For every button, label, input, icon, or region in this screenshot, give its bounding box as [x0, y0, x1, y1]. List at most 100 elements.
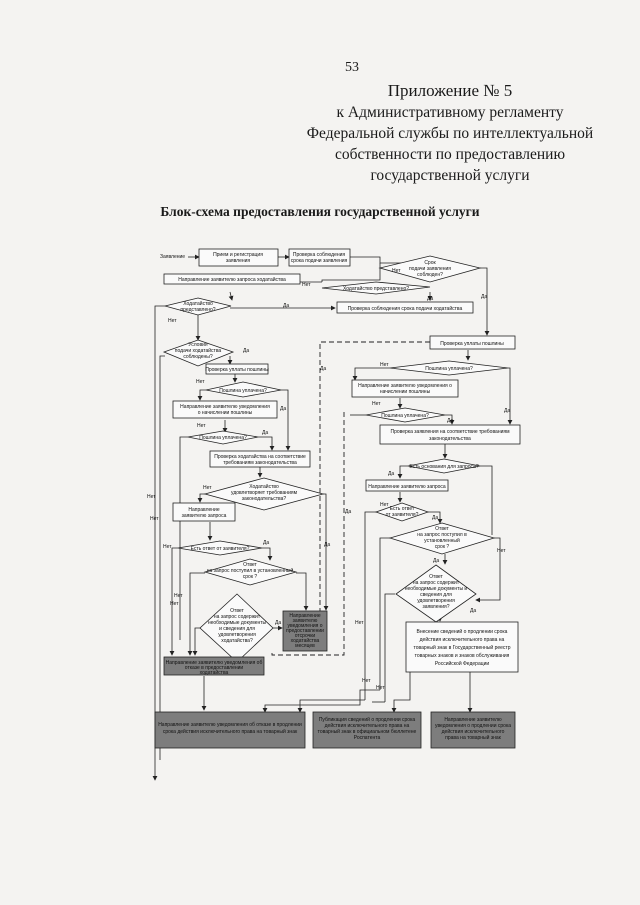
svg-text:подачи ходатайства: подачи ходатайства: [175, 347, 222, 354]
box-refusal-notice-left: Направление заявителю уведомления об отк…: [163, 656, 265, 676]
label-no: Нет: [163, 544, 172, 550]
box-check-petition-deadline: Проверка соблюдения срока подачи ходатай…: [336, 301, 474, 314]
svg-text:на запрос содержит: на запрос содержит: [413, 580, 460, 586]
label-yes: Да: [427, 296, 433, 302]
document-title: Блок-схема предоставления государственно…: [160, 204, 480, 219]
svg-text:Есть ответ: Есть ответ: [390, 506, 415, 512]
svg-text:Направление заявителю: Направление заявителю: [444, 717, 502, 723]
svg-text:Пошлина уплачена?: Пошлина уплачена?: [425, 366, 473, 372]
svg-text:товарный знак в Государственны: товарный знак в Государственный реестр: [413, 644, 510, 651]
svg-text:необходимые документы: необходимые документы: [208, 620, 267, 626]
svg-text:установленный: установленный: [424, 537, 460, 544]
diamond-fee-paid-left-2: Пошлина уплачена?: [187, 430, 259, 445]
svg-text:товарных знаков и знаков обслу: товарных знаков и знаков обслуживания: [415, 653, 510, 659]
box-request-petition: Направление заявителю запроса ходатайств…: [163, 273, 301, 285]
label-yes: Да: [283, 303, 289, 309]
svg-text:Условия: Условия: [188, 342, 208, 348]
label-yes: Да: [280, 406, 286, 412]
svg-text:удовлетворяет требованиям: удовлетворяет требованиям: [231, 490, 298, 496]
diamond-fee-paid-left-1: Пошлина уплачена?: [205, 381, 282, 398]
svg-text:предоставлении: предоставлении: [286, 628, 324, 634]
svg-text:Проверка уплаты пошлины: Проверка уплаты пошлины: [205, 367, 269, 373]
svg-text:уведомления о: уведомления о: [287, 623, 322, 629]
svg-text:отказе в предоставлении: отказе в предоставлении: [185, 665, 244, 671]
svg-text:Проверка ходатайства на соотве: Проверка ходатайства на соответствие: [214, 453, 306, 460]
svg-text:Пошлина уплачена?: Пошлина уплачена?: [381, 413, 429, 419]
label-no: Нет: [380, 362, 389, 368]
appendix-line-1: Приложение № 5: [387, 81, 513, 100]
svg-text:Публикация сведений о продлени: Публикация сведений о продлении срока: [319, 716, 416, 723]
appendix-line-5: государственной услуги: [370, 167, 530, 184]
svg-text:Пошлина уплачена?: Пошлина уплачена?: [219, 388, 267, 394]
label-no: Нет: [372, 401, 381, 407]
svg-text:права на товарный знак: права на товарный знак: [445, 734, 502, 741]
diamond-applicant-replied-left: Есть ответ от заявителя?: [177, 540, 263, 556]
box-check-fee-left: Проверка уплаты пошлины: [205, 363, 269, 375]
appendix-header: Приложение № 5 к Административному регла…: [290, 80, 610, 186]
label-no: Нет: [197, 423, 206, 429]
diamond-petition-submitted-1: Ходатайство представлено?: [321, 281, 431, 295]
svg-text:и сведения для: и сведения для: [219, 626, 255, 632]
diamond-reply-complete-left: Ответ на запрос содержит необходимые док…: [199, 593, 274, 663]
svg-text:о начислении пошлины: о начислении пошлины: [198, 410, 253, 416]
box-fee-notice-right: Направление заявителю уведомления о начи…: [351, 379, 459, 398]
label-yes: Да: [324, 542, 330, 548]
svg-text:Роспатента: Роспатента: [354, 735, 381, 741]
svg-text:Срок: Срок: [424, 260, 436, 266]
svg-text:Ходатайство: Ходатайство: [183, 300, 213, 307]
svg-text:Российской Федерации: Российской Федерации: [435, 660, 490, 667]
diamond-petition-submitted-2: Ходатайство представлено?: [164, 297, 232, 316]
svg-text:Проверка уплаты пошлины: Проверка уплаты пошлины: [440, 341, 504, 347]
svg-text:ходатайства?: ходатайства?: [221, 637, 253, 644]
box-final-publication: Публикация сведений о продлении срока де…: [312, 711, 422, 749]
box-fee-notice-left: Направление заявителю уведомления о начи…: [172, 400, 278, 419]
label-no: Нет: [376, 685, 385, 691]
start-label: Заявление: [160, 254, 185, 260]
appendix-line-2: к Административному регламенту: [336, 104, 564, 121]
label-yes: Да: [433, 558, 439, 564]
diamond-applicant-replied-right: Есть ответ от заявителя?: [374, 502, 430, 522]
svg-text:на запрос содержит: на запрос содержит: [214, 614, 261, 620]
label-yes: Да: [243, 348, 249, 354]
label-yes: Да: [263, 540, 269, 546]
svg-text:Есть основания для запроса?: Есть основания для запроса?: [409, 464, 478, 470]
svg-text:на запрос поступил в: на запрос поступил в: [417, 532, 467, 538]
label-yes: Да: [470, 608, 476, 614]
svg-text:Ответ: Ответ: [435, 526, 449, 532]
svg-text:Направление: Направление: [188, 507, 219, 513]
box-send-request-right: Направление заявителю запроса: [365, 479, 449, 492]
label-yes: Да: [504, 408, 510, 414]
svg-text:удовлетворения: удовлетворения: [417, 598, 455, 604]
svg-text:заявителю запроса: заявителю запроса: [182, 513, 227, 519]
svg-text:отсрочки: отсрочки: [295, 633, 316, 639]
svg-text:необходимые документы и: необходимые документы и: [405, 586, 468, 592]
label-yes: Да: [320, 366, 326, 372]
svg-text:Проверка заявления на соответс: Проверка заявления на соответствие требо…: [390, 429, 510, 435]
svg-text:срока действия исключительного: срока действия исключительного права на …: [163, 728, 298, 735]
svg-text:заявления: заявления: [226, 258, 251, 264]
svg-text:Направление заявителю уведомле: Направление заявителю уведомления о: [358, 383, 452, 389]
svg-text:срок ?: срок ?: [435, 544, 450, 550]
svg-text:Проверка соблюдения: Проверка соблюдения: [293, 252, 346, 258]
svg-text:действия исключительного права: действия исключительного права на: [420, 636, 505, 643]
diamond-request-grounds: Есть основания для запроса?: [407, 458, 481, 474]
connectors: [152, 254, 513, 781]
svg-text:Направление заявителю уведомле: Направление заявителю уведомления: [180, 404, 270, 410]
diamond-deadline-met: Срок подачи заявления соблюден?: [378, 255, 482, 283]
page-number: 53: [345, 60, 359, 75]
svg-text:заявления?: заявления?: [422, 604, 449, 610]
svg-text:Ходатайство представлено?: Ходатайство представлено?: [343, 285, 409, 292]
edge-labels: Нет Да Нет Да Да Нет Да Нет Да Нет Да Не…: [147, 268, 510, 691]
svg-text:товарный знак в официальном бю: товарный знак в официальном бюллетене: [318, 728, 417, 735]
box-final-refusal: Направление заявителю уведомления об отк…: [154, 711, 306, 749]
svg-text:Проверка соблюдения срока пода: Проверка соблюдения срока подачи ходатай…: [348, 305, 463, 312]
svg-text:начислении пошлины: начислении пошлины: [380, 389, 431, 395]
appendix-line-3: Федеральной службы по интеллектуальной: [306, 125, 594, 142]
label-no: Нет: [196, 379, 205, 385]
svg-text:действия исключительного права: действия исключительного права на: [325, 722, 410, 729]
svg-text:законодательства: законодательства: [429, 436, 471, 442]
diamond-reply-in-time-right: Ответ на запрос поступил в установленный…: [388, 522, 496, 555]
box-check-deadline: Проверка соблюдения срока подачи заявлен…: [288, 248, 351, 267]
label-yes: Да: [388, 471, 394, 477]
